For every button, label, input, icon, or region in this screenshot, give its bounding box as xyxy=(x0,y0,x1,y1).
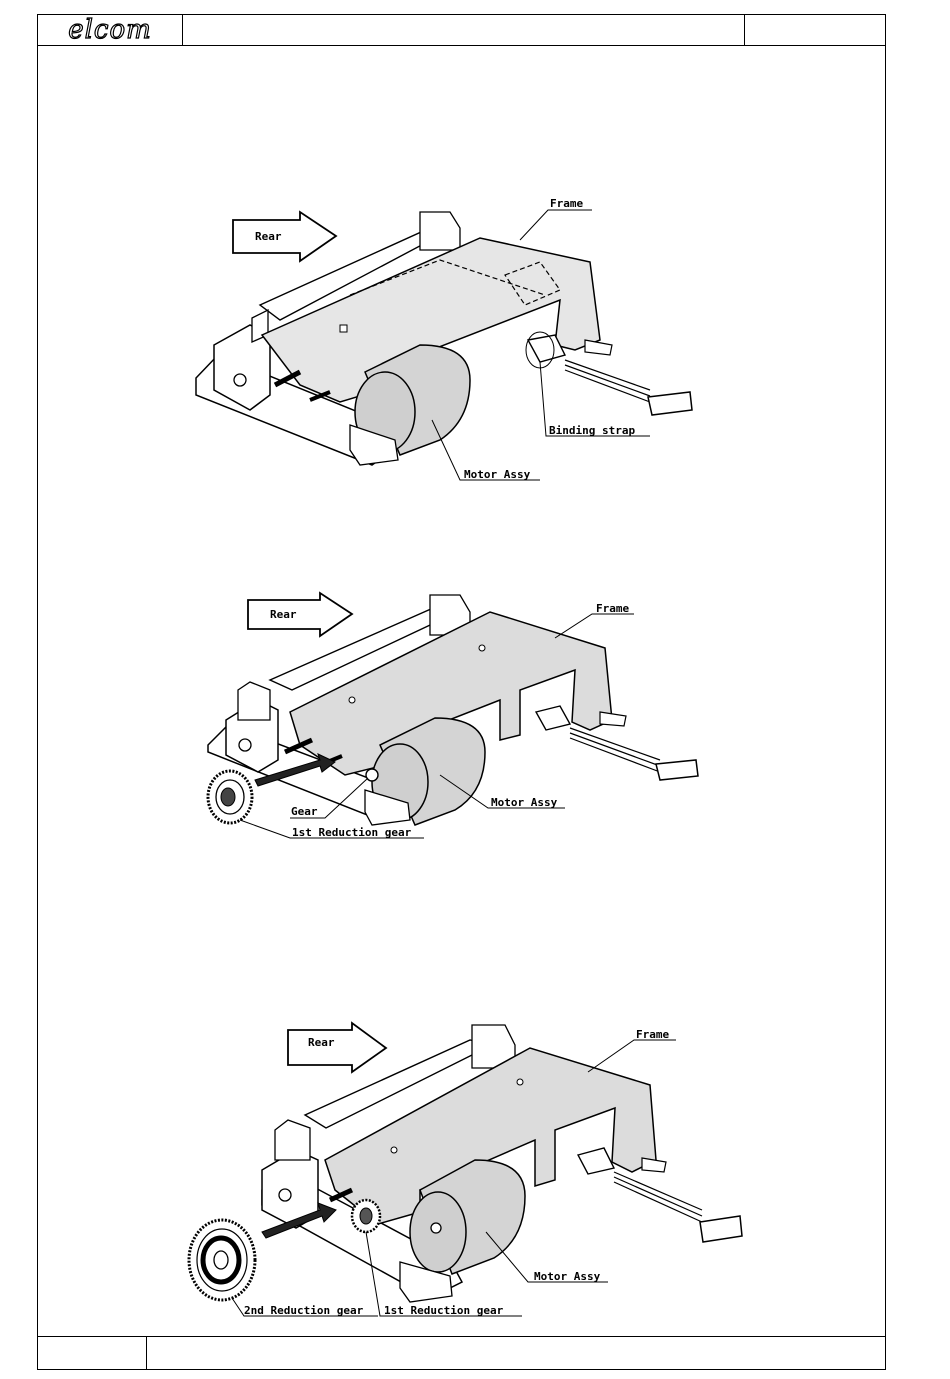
figure-2-rear-label: Rear xyxy=(270,608,297,621)
figure-2-first-reduction-gear-part xyxy=(208,771,252,823)
figure-3-label-second-reduction-gear: 2nd Reduction gear xyxy=(244,1304,364,1317)
figure-3-label-frame: Frame xyxy=(636,1028,669,1041)
figure-2-label-frame: Frame xyxy=(596,602,629,615)
figure-1-label-frame: Frame xyxy=(550,197,583,210)
figure-2-label-gear: Gear xyxy=(291,805,318,818)
figure-2-label-motor-assy: Motor Assy xyxy=(491,796,558,809)
figure-3-label-first-reduction-gear: 1st Reduction gear xyxy=(384,1304,504,1317)
figure-3-rear-label: Rear xyxy=(308,1036,335,1049)
figure-1-label-binding-strap: Binding strap xyxy=(549,424,635,437)
figure-1-rear-arrow: Rear xyxy=(233,212,336,261)
figure-3-rear-arrow: Rear xyxy=(288,1023,386,1072)
figure-3-second-reduction-gear-part xyxy=(189,1220,255,1300)
figure-3-second-reduction-gear: Rear xyxy=(189,1023,742,1317)
figure-2-label-first-reduction-gear: 1st Reduction gear xyxy=(292,826,412,839)
figure-1-frame-and-motor: Rear Frame xyxy=(196,197,692,481)
figure-2-rear-arrow: Rear xyxy=(248,593,352,636)
figure-3-label-motor-assy: Motor Assy xyxy=(534,1270,601,1283)
figure-2-first-reduction-gear: Rear xyxy=(208,593,698,839)
figure-1-label-motor-assy: Motor Assy xyxy=(464,468,531,481)
figure-1-rear-label: Rear xyxy=(255,230,282,243)
